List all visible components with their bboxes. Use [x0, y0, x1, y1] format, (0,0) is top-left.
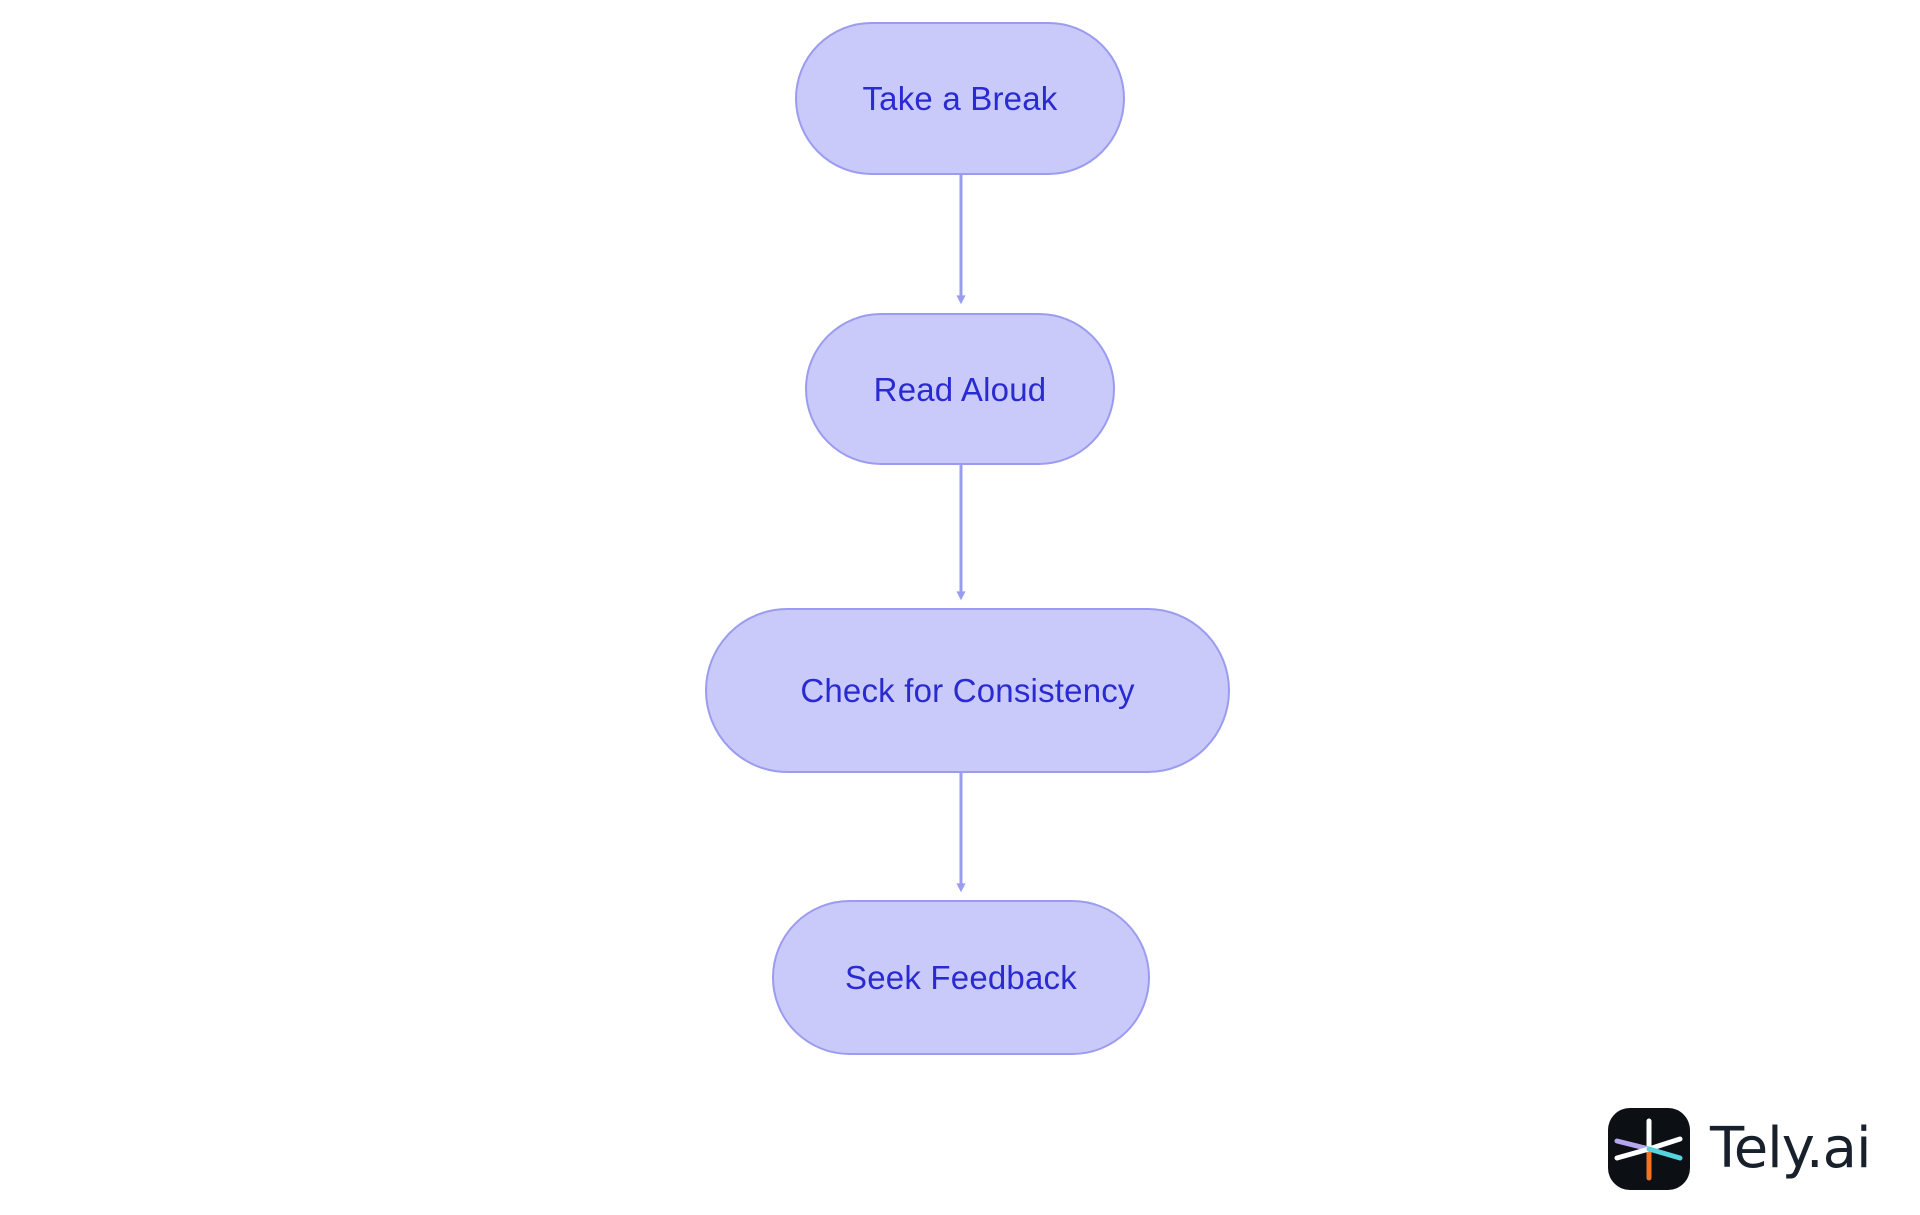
flow-node-take-a-break[interactable]: Take a Break	[795, 22, 1125, 175]
flow-node-label: Read Aloud	[873, 370, 1047, 408]
flow-node-label: Seek Feedback	[845, 959, 1077, 996]
flow-node-seek-feedback[interactable]: Seek Feedback	[772, 900, 1150, 1055]
tely-ai-mark-icon	[1608, 1108, 1690, 1190]
flow-node-label: Take a Break	[862, 80, 1058, 117]
flow-nodes: Take a Break Read Aloud Check for Consis…	[705, 22, 1230, 1055]
tely-ai-logo: Tely.ai	[1608, 1108, 1872, 1190]
flow-node-check-for-consistency[interactable]: Check for Consistency	[705, 608, 1230, 773]
flow-node-read-aloud[interactable]: Read Aloud	[805, 313, 1115, 465]
flow-node-label: Check for Consistency	[800, 672, 1135, 709]
tely-ai-wordmark: Tely.ai	[1710, 1116, 1872, 1181]
